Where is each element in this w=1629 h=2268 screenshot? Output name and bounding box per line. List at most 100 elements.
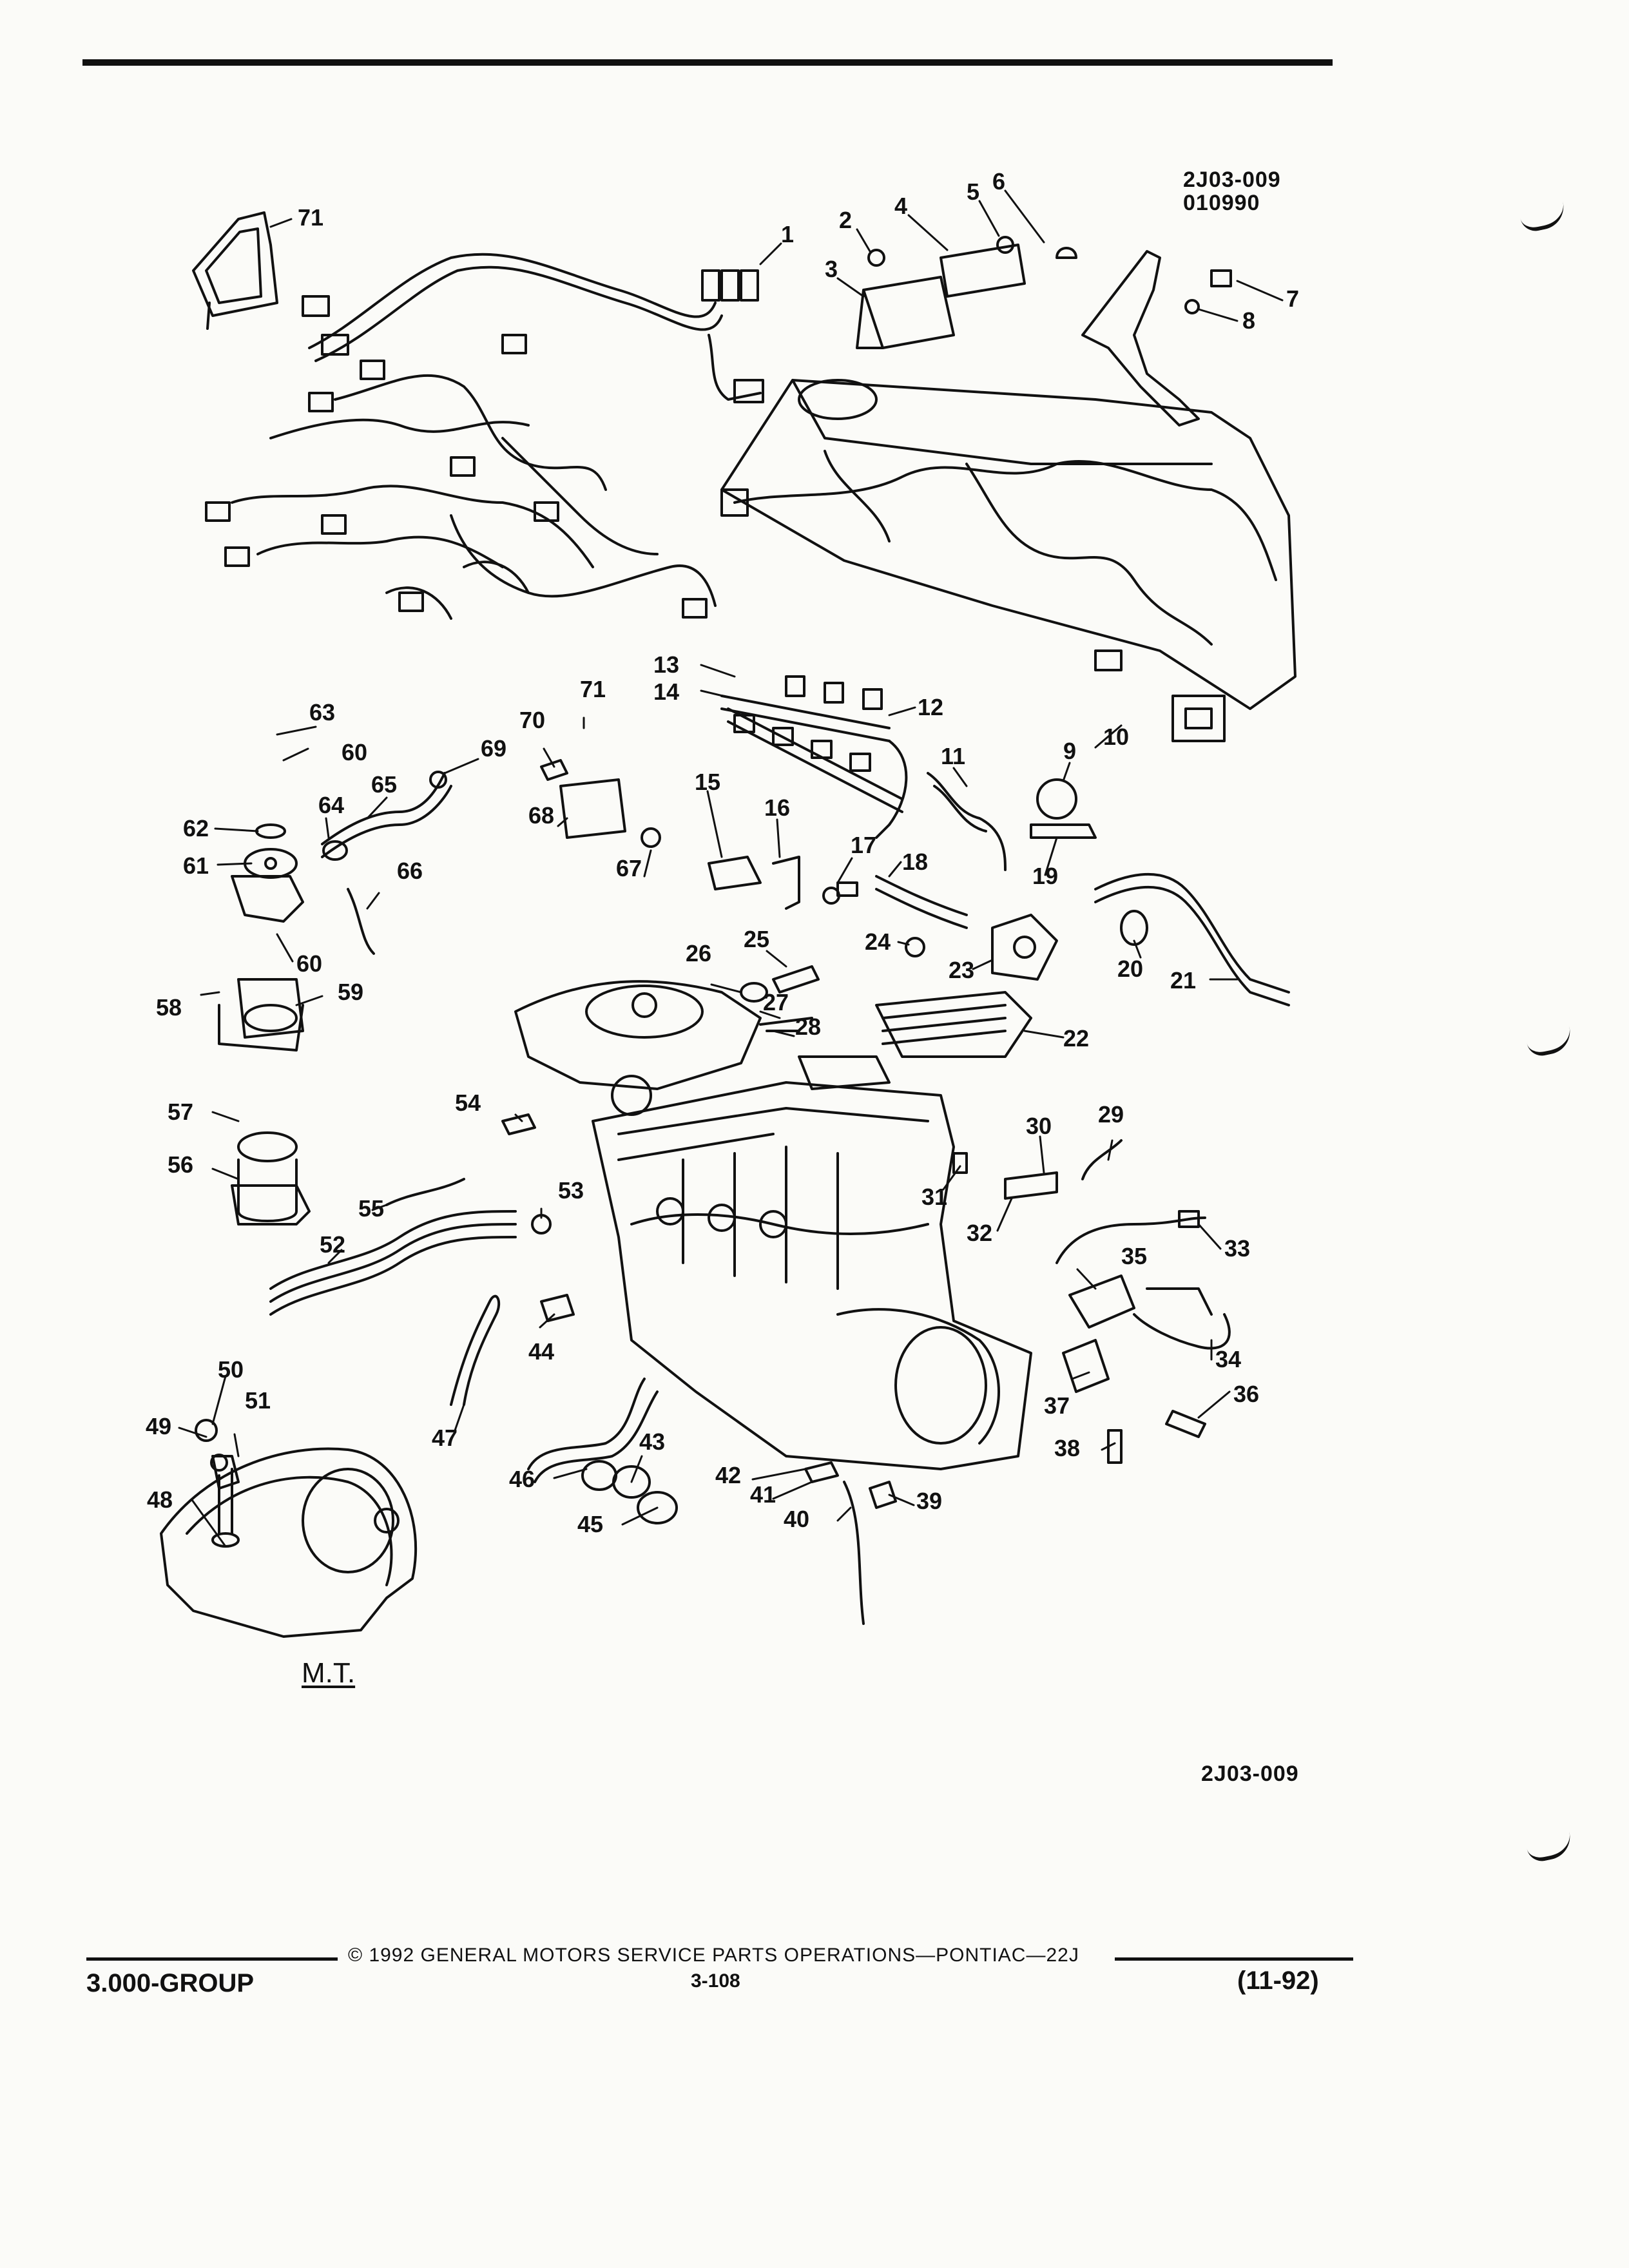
callout-43: 43 (639, 1428, 666, 1455)
callout-61: 61 (183, 852, 209, 879)
callout-leader-lines (178, 189, 1284, 1548)
callout-13: 13 (653, 651, 680, 678)
parts-36-38-sensors (1062, 1339, 1206, 1464)
callout-6: 6 (992, 168, 1006, 195)
parts-15-16-brackets (708, 856, 840, 910)
callout-66: 66 (397, 858, 423, 884)
callout-19: 19 (1032, 863, 1059, 889)
callout-50: 50 (218, 1356, 244, 1383)
lower-hoses-and-clamps (450, 1294, 897, 1625)
header-rule (82, 59, 1333, 66)
callout-42: 42 (715, 1462, 742, 1488)
parts-2-6-modules (856, 236, 1077, 349)
transmission-case (160, 1419, 418, 1638)
callout-46: 46 (509, 1466, 535, 1492)
footer-rule-left (86, 1957, 338, 1961)
callout-71: 71 (580, 676, 606, 702)
callout-22: 22 (1063, 1025, 1090, 1052)
callout-67: 67 (616, 855, 642, 881)
callout-28: 28 (795, 1014, 822, 1040)
callout-54: 54 (455, 1090, 481, 1116)
callout-5: 5 (967, 178, 980, 205)
callout-14: 14 (653, 678, 680, 705)
callout-41: 41 (750, 1481, 776, 1508)
callout-16: 16 (764, 794, 791, 821)
figure-code-bottom: 2J03-009 (1201, 1762, 1299, 1786)
callout-70: 70 (519, 707, 546, 733)
callout-17: 17 (851, 832, 877, 858)
part-33-sensor-lead (1055, 1210, 1206, 1264)
parts-25-28-sensors (740, 965, 820, 1032)
callout-57: 57 (168, 1099, 194, 1125)
callout-1: 1 (781, 221, 795, 247)
callout-56: 56 (168, 1151, 194, 1178)
engine-wiring-harness (205, 253, 764, 620)
callout-69: 69 (481, 735, 507, 762)
part-72-cover (192, 211, 278, 330)
parts-52-55-hoses (269, 1178, 517, 1316)
callout-35: 35 (1121, 1243, 1148, 1269)
figure-date: 010990 (1183, 191, 1260, 215)
callout-26: 26 (686, 940, 712, 966)
callout-52: 52 (320, 1231, 346, 1258)
callout-60-top: 60 (342, 739, 368, 765)
callout-9: 9 (1063, 738, 1077, 764)
callout-20: 20 (1117, 956, 1144, 982)
callout-2: 2 (839, 207, 853, 233)
callout-38: 38 (1054, 1435, 1081, 1461)
callout-45: 45 (577, 1511, 604, 1537)
callout-37: 37 (1044, 1392, 1070, 1419)
callout-55: 55 (358, 1195, 385, 1222)
part-22-connector (875, 991, 1032, 1058)
callout-25: 25 (744, 926, 770, 952)
callout-51: 51 (245, 1387, 271, 1414)
footer-page-number: 3-108 (691, 1970, 740, 1992)
callout-62: 62 (183, 815, 209, 841)
callout-23: 23 (949, 957, 975, 983)
callout-8: 8 (1242, 307, 1256, 334)
parts-34-35 (1068, 1274, 1231, 1350)
parts-29-32 (952, 1139, 1123, 1200)
callout-53: 53 (558, 1177, 584, 1204)
callout-34: 34 (1215, 1346, 1242, 1372)
callout-4: 4 (894, 193, 908, 219)
callout-24: 24 (865, 928, 891, 955)
callout-64: 64 (318, 792, 345, 818)
footer-group: 3.000-GROUP (86, 1969, 255, 1997)
callout-49: 49 (146, 1413, 172, 1439)
callout-44: 44 (528, 1338, 555, 1365)
valve-and-hose (927, 772, 1097, 871)
callout-59: 59 (338, 979, 364, 1005)
callout-72: 71 (298, 204, 324, 231)
callout-48: 48 (147, 1486, 173, 1513)
callout-33: 33 (1224, 1235, 1251, 1262)
footer-date-code: (11-92) (1237, 1966, 1319, 1995)
callout-3: 3 (825, 256, 838, 282)
callout-15: 15 (695, 769, 721, 795)
canister-and-brackets (218, 848, 311, 1225)
parts-17-18-hoses (836, 875, 968, 929)
callout-10: 10 (1103, 724, 1130, 750)
instrument-panel-harness (720, 379, 1296, 742)
figure-code: 2J03-009 (1183, 168, 1281, 192)
callout-36: 36 (1233, 1381, 1260, 1407)
parts-20-21-pipes (1094, 873, 1290, 1006)
callout-60-bottom: 60 (296, 950, 323, 977)
pedal-bracket (1081, 250, 1232, 427)
callout-65: 65 (371, 771, 398, 798)
callout-12: 12 (918, 694, 944, 720)
fuel-injectors (720, 675, 908, 839)
parts-53-54 (501, 1113, 552, 1235)
callout-63: 63 (309, 699, 336, 726)
callout-29: 29 (1098, 1101, 1124, 1128)
variant-label: M.T. (302, 1657, 356, 1689)
air-cleaner-housing (514, 980, 762, 1090)
callout-40: 40 (784, 1506, 810, 1532)
callout-47: 47 (432, 1425, 458, 1451)
callout-21: 21 (1170, 967, 1197, 994)
callout-11: 11 (941, 743, 966, 769)
callout-68: 68 (528, 802, 555, 829)
footer-rule-right (1115, 1957, 1353, 1961)
